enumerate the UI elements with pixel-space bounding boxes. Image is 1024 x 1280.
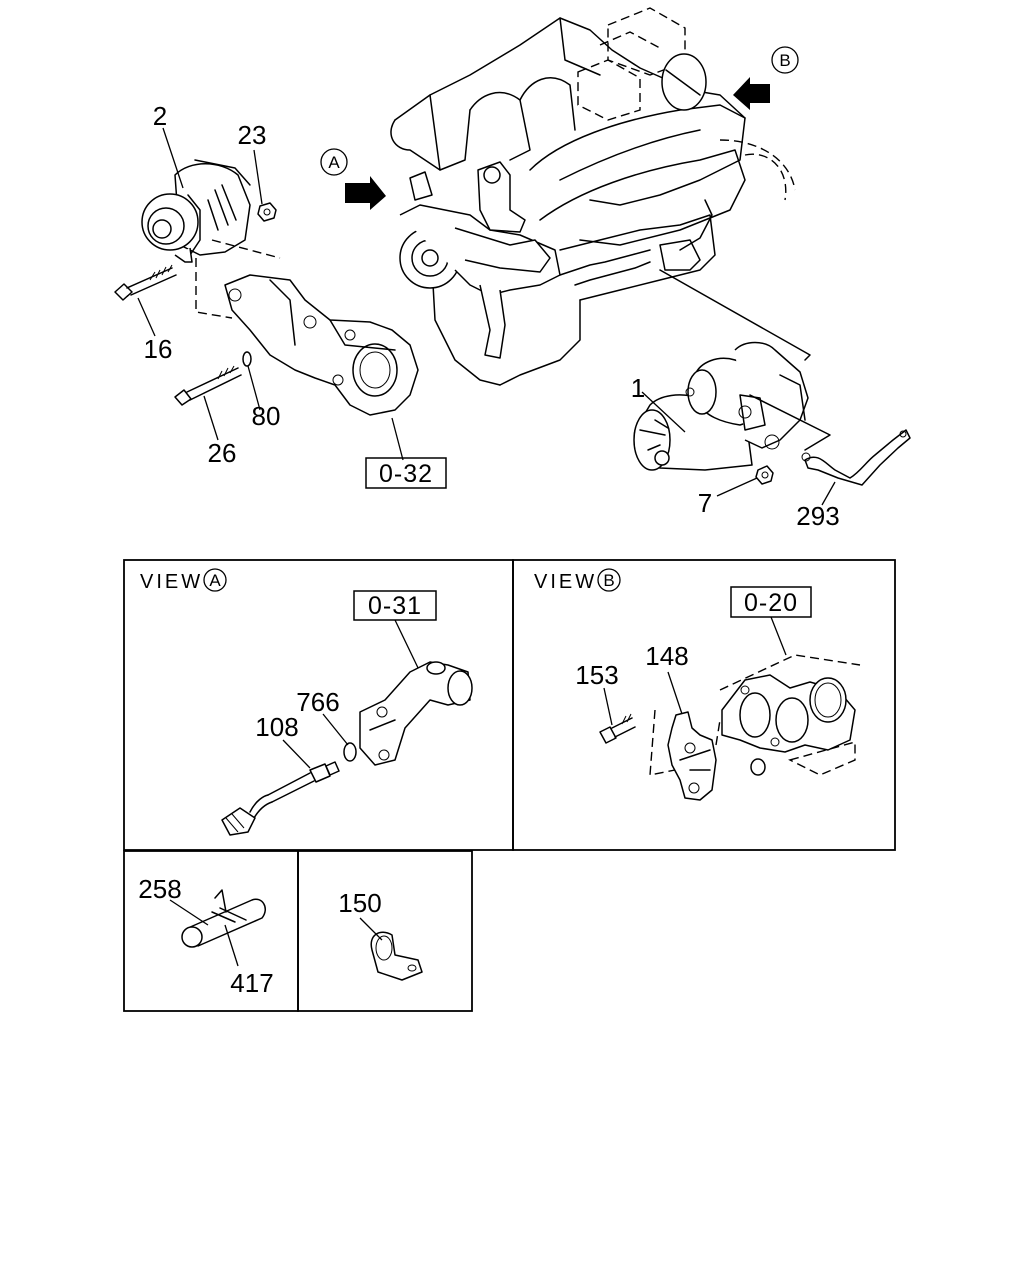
hose-panel: 258 417 (123, 850, 299, 1012)
callout-2: 2 (153, 101, 167, 131)
marker-a-letter: A (328, 153, 340, 172)
view-b-letter: B (603, 571, 614, 590)
callout-7: 7 (698, 488, 712, 518)
bracket-148 (649, 709, 721, 801)
callout-148: 148 (645, 641, 688, 671)
callout-80: 80 (252, 401, 281, 431)
view-a-letter: A (209, 571, 221, 590)
leaders-top (137, 127, 836, 506)
marker-b: B (771, 46, 799, 74)
nut-7 (755, 465, 774, 485)
callout-258: 258 (138, 874, 181, 904)
callout-293: 293 (796, 501, 839, 531)
sensor-108 (221, 761, 340, 836)
bolt-16 (114, 264, 177, 301)
hose-258 (181, 889, 266, 948)
ref-0-31: 0-31 (353, 590, 437, 621)
washer-766 (343, 742, 357, 762)
starter-motor (633, 269, 831, 471)
exhaust-flange (719, 654, 861, 776)
callout-26: 26 (208, 438, 237, 468)
bolt-153 (599, 713, 636, 744)
ref-0-20: 0-20 (730, 586, 812, 618)
callout-150: 150 (338, 888, 381, 918)
callout-153: 153 (575, 660, 618, 690)
clip-150 (370, 931, 423, 981)
callout-766: 766 (296, 687, 339, 717)
callout-16: 16 (144, 334, 173, 364)
bolt-26 (174, 365, 242, 406)
alternator-bracket (195, 239, 419, 416)
callout-108: 108 (255, 712, 298, 742)
water-outlet-fitting (359, 661, 473, 766)
clip-panel: 150 (297, 850, 473, 1012)
ref-0-32: 0-32 (365, 457, 447, 489)
marker-a: A (320, 148, 348, 176)
view-b-title: VIEW (534, 571, 597, 593)
ref-0-32-label: 0-32 (379, 460, 433, 488)
ref-0-20-label: 0-20 (744, 589, 798, 617)
alternator (141, 159, 251, 263)
callout-23: 23 (238, 120, 267, 150)
callout-417: 417 (230, 968, 273, 998)
view-b-arrow (733, 77, 770, 110)
view-a-arrow (345, 176, 386, 210)
view-a-panel: VIEW A 0-31 766 108 (123, 559, 514, 851)
marker-b-letter: B (779, 51, 790, 70)
view-b-panel: VIEW B 0-20 (512, 559, 896, 851)
nut-23 (257, 202, 277, 222)
cable-293 (801, 429, 911, 486)
engine-block (390, 7, 796, 386)
ref-0-31-label: 0-31 (368, 592, 422, 620)
view-a-title: VIEW (140, 571, 203, 593)
washer-80 (242, 351, 252, 367)
callout-1: 1 (631, 373, 645, 403)
